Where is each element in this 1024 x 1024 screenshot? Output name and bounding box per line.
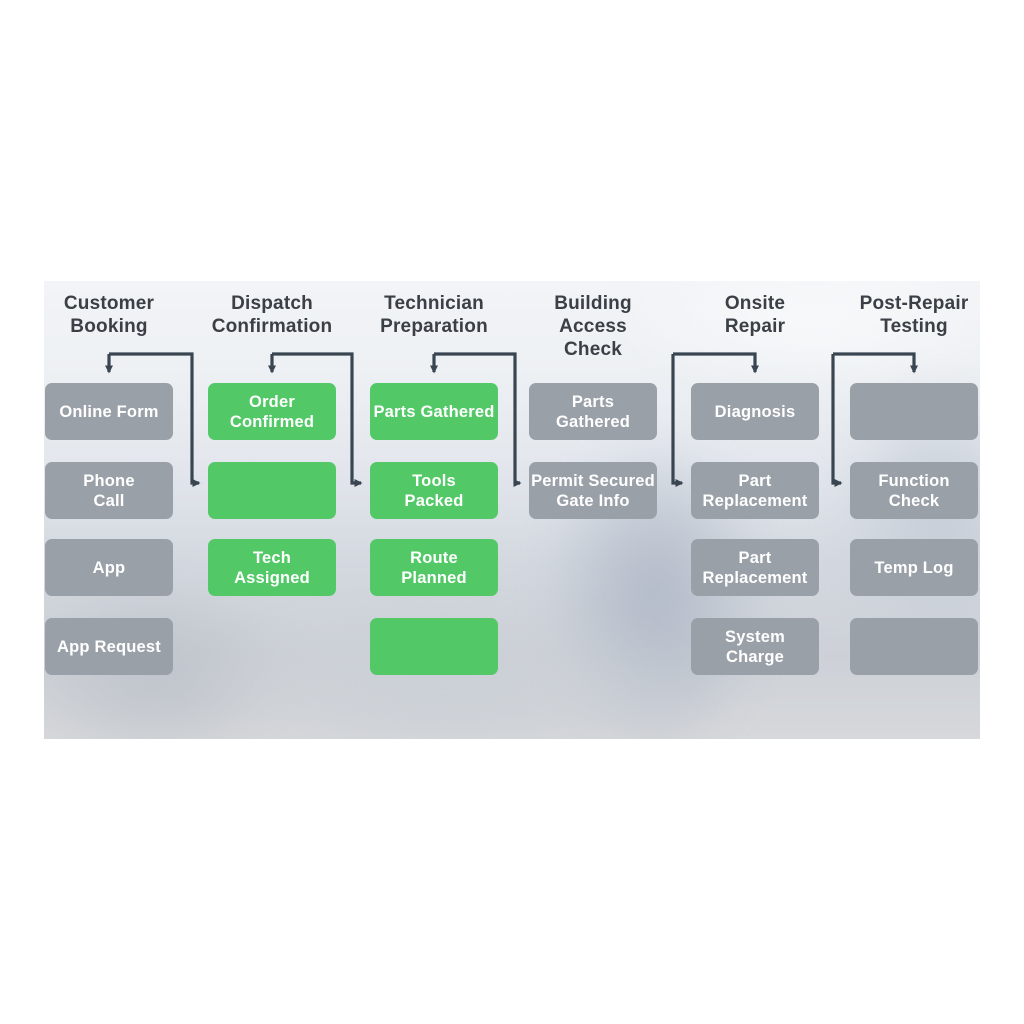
box-post-repair-blank-top [850,383,978,440]
box-function-check: Function Check [850,462,978,519]
box-part-replacement-1: Part Replacement [691,462,819,519]
column-header-customer-booking: Customer Booking [63,293,155,337]
box-phone-call: Phone Call [45,462,173,519]
box-dispatch-blank [208,462,336,519]
box-app: App [45,539,173,596]
box-online-form: Online Form [45,383,173,440]
box-order-confirmed: Order Confirmed [208,383,336,440]
column-header-dispatch-confirmation: Dispatch Confirmation [211,293,333,337]
box-part-replacement-2: Part Replacement [691,539,819,596]
box-tech-assigned: Tech Assigned [208,539,336,596]
box-parts-gathered-green: Parts Gathered [370,383,498,440]
box-route-planned: Route Planned [370,539,498,596]
column-header-post-repair-testing: Post-Repair Testing [859,293,969,337]
column-header-onsite-repair: Onsite Repair [724,293,786,337]
column-header-technician-preparation: Technician Preparation [380,293,488,337]
box-technician-blank [370,618,498,675]
box-temp-log: Temp Log [850,539,978,596]
box-post-repair-blank-bottom [850,618,978,675]
box-permit-secured-gate-info: Permit Secured Gate Info [529,462,657,519]
box-system-charge: System Charge [691,618,819,675]
box-app-request: App Request [45,618,173,675]
box-diagnosis: Diagnosis [691,383,819,440]
box-parts-gathered-gray: Parts Gathered [529,383,657,440]
column-header-building-access-check: Building Access Check [554,293,632,360]
box-tools-packed: Tools Packed [370,462,498,519]
